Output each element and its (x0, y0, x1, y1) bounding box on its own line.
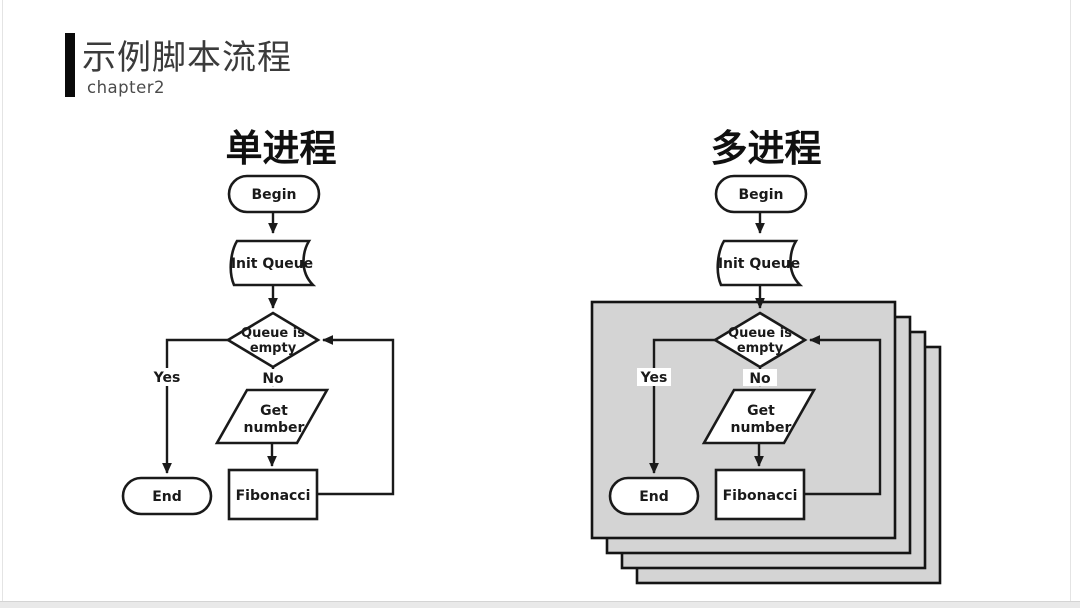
left-edge-line (2, 0, 3, 608)
title-accent-bar (65, 33, 75, 97)
decision-label-line2: empty (737, 341, 784, 356)
yes-label-bg (150, 368, 184, 386)
right-edge-line (1070, 0, 1071, 608)
decision-node (712, 311, 808, 369)
end-label: End (639, 489, 669, 505)
init-queue-node (229, 239, 317, 287)
chart-title-single: 单进程 (226, 127, 337, 170)
yes-label-bg (637, 368, 671, 386)
init-queue-label: Init Queue (231, 256, 313, 272)
no-label: No (262, 371, 284, 387)
fibonacci-label: Fibonacci (723, 488, 798, 504)
begin-node (714, 174, 808, 214)
flowchart-multi-process: 多进程 Begin Init Queue Queue is empty Yes (590, 127, 942, 585)
init-queue-node (716, 239, 804, 287)
fibonacci-node (714, 468, 806, 521)
no-label-bg (256, 369, 290, 386)
page-title: 示例脚本流程 (82, 38, 292, 78)
chart-title-multi: 多进程 (711, 127, 822, 170)
begin-label: Begin (739, 187, 784, 203)
end-label: End (152, 489, 182, 505)
connector-yes-end (162, 338, 228, 474)
connector-loop-back (317, 335, 395, 496)
get-number-label-line2: number (731, 420, 792, 436)
get-number-label-line1: Get (260, 403, 288, 419)
fibonacci-node (227, 468, 319, 521)
decision-label-line2: empty (250, 341, 297, 356)
init-queue-label: Init Queue (718, 256, 800, 272)
decision-label-line1: Queue is (728, 326, 792, 341)
connector-yes-end (649, 338, 715, 474)
fibonacci-label: Fibonacci (236, 488, 311, 504)
no-label: No (749, 371, 771, 387)
end-node (121, 476, 213, 516)
page-subtitle: chapter2 (87, 78, 166, 97)
no-label-bg (743, 369, 777, 386)
yes-label: Yes (640, 370, 668, 386)
end-node (608, 476, 700, 516)
connector-loop-back (804, 335, 882, 496)
get-number-node (701, 388, 817, 445)
begin-label: Begin (252, 187, 297, 203)
yes-label: Yes (153, 370, 181, 386)
decision-node (225, 311, 321, 369)
decision-label-line1: Queue is (241, 326, 305, 341)
get-number-node (214, 388, 330, 445)
flowchart-single-process: 单进程 Begin Init Queue Queue is empty Yes … (121, 127, 395, 521)
get-number-label-line2: number (244, 420, 305, 436)
get-number-label-line1: Get (747, 403, 775, 419)
bottom-strip (0, 601, 1080, 608)
begin-node (227, 174, 321, 214)
